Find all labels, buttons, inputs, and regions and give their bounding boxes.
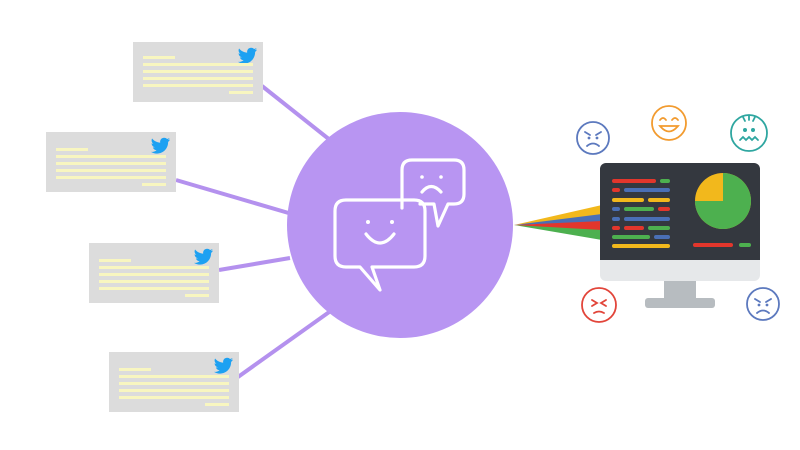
twitter-bird-icon [213,357,233,374]
tweet-text-line [99,287,209,290]
tweet-text-line [56,148,88,151]
tweet-text-line [119,396,229,399]
tweet-text-line [229,91,253,94]
sad-bubble [400,158,466,228]
connector-line [175,178,293,216]
twitter-bird-icon [150,137,170,154]
tweet-text-line [185,294,209,297]
sad-eye [439,175,443,179]
analysis-beams [514,205,602,240]
tweet-text-line [56,169,166,172]
sad-eye [420,175,424,179]
tweet-text-line [143,56,175,59]
monitor-stand-neck [664,278,696,298]
tweet-text-lines [143,56,253,94]
code-line [739,243,751,247]
code-line [612,188,620,192]
happy-mouth [364,232,396,245]
code-line [612,198,644,202]
beam-green [514,225,602,240]
code-line [693,243,733,247]
connector-line [260,84,332,142]
code-line [612,179,656,183]
code-line [624,226,644,230]
code-lines [612,179,751,248]
code-line [624,217,670,221]
code-line [624,188,670,192]
twitter-bird-icon [193,248,213,265]
code-line [648,198,670,202]
tweet-text-line [56,155,166,158]
code-line [658,207,670,211]
sick-emoji-icon [730,114,768,152]
connector-line [218,256,291,272]
connector-line [236,308,334,379]
sentiment-chat-bubbles-icon [333,158,466,292]
tweet-text-line [143,63,253,66]
tweet-text-line [99,280,209,283]
sentiment-hub [287,112,513,338]
tweet-text-lines [56,148,166,186]
code-line [660,179,670,183]
tweet-text-line [119,389,229,392]
code-line [612,235,650,239]
happy-bubble [333,198,427,292]
sad-mouth [420,184,443,194]
happy-eye [390,220,394,224]
pie-chart [695,173,751,229]
tweet-text-line [143,77,253,80]
pie-chart-slice [695,173,751,229]
code-line [654,235,670,239]
annoyed-emoji-icon [581,287,617,323]
tweet-text-line [56,162,166,165]
code-line [624,207,654,211]
connectors [175,84,334,379]
sentiment-dashboard-monitor-icon [600,163,760,308]
twitter-bird-icon [237,47,257,64]
tweet-text-line [99,259,131,262]
tweet-text-line [143,84,253,87]
code-line [612,244,670,248]
upset-emoji-icon [746,287,780,321]
tweet-card [133,42,263,102]
tweet-text-line [99,273,209,276]
tweet-text-line [143,70,253,73]
tweet-text-line [119,368,151,371]
happy-emoji-icon [651,105,687,141]
code-line [612,207,620,211]
code-line [612,226,620,230]
tweet-text-line [99,266,209,269]
tweet-text-line [142,183,166,186]
monitor-stand-base [645,298,715,308]
tweet-card [46,132,176,192]
happy-eye [366,220,370,224]
code-line [648,226,670,230]
tweet-text-lines [99,259,209,297]
tweet-text-line [205,403,229,406]
code-line [612,217,620,221]
beam-yellow [514,205,602,225]
monitor-screen-bottom [600,254,760,260]
angry-emoji-icon [576,121,610,155]
tweet-text-line [119,382,229,385]
tweet-text-line [119,375,229,378]
hub-circle [287,112,513,338]
tweet-text-line [56,176,166,179]
tweet-card [109,352,239,412]
tweet-text-lines [119,368,229,406]
tweet-card [89,243,219,303]
